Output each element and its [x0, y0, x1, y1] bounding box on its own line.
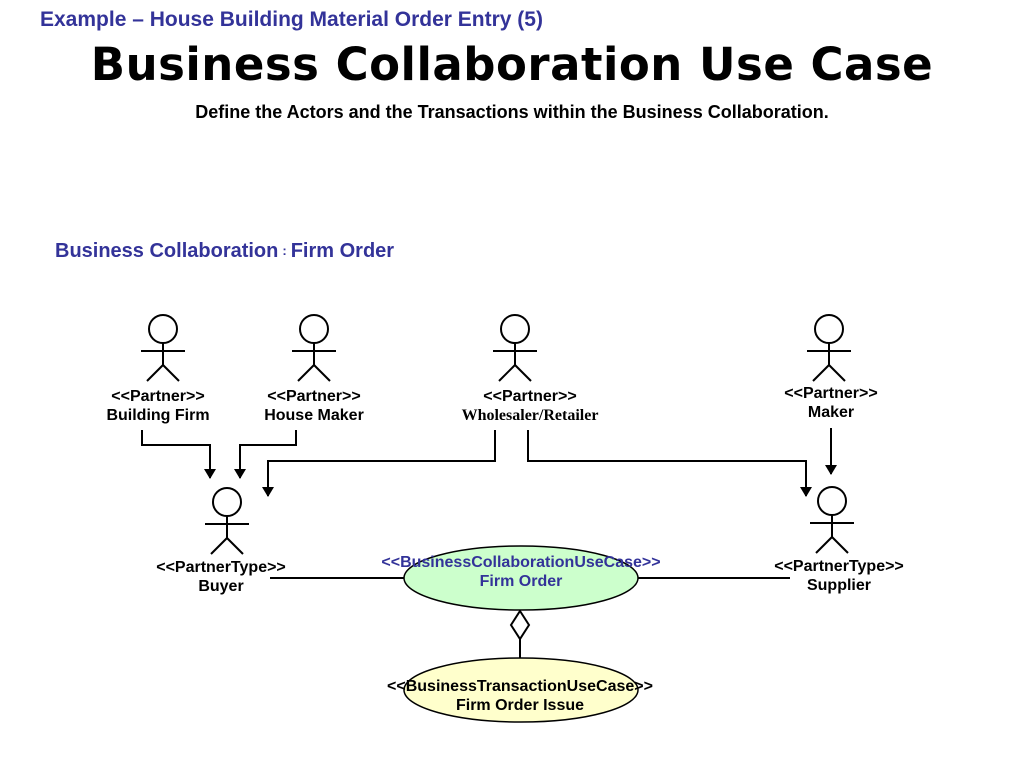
collaboration-label: Business Collaboration: [55, 240, 279, 262]
actor-icon-house-maker: [292, 314, 336, 382]
actor-stereotype: <<Partner>>: [267, 388, 361, 405]
collaboration-use-case-ellipse[interactable]: [403, 545, 639, 611]
collaboration-separator: :: [282, 243, 287, 258]
collaboration-name: Firm Order: [290, 240, 395, 262]
page-subtitle: Define the Actors and the Transactions w…: [195, 102, 829, 122]
actor-name: Buyer: [198, 578, 244, 595]
transaction-use-case-label: <<BusinessTransactionUseCase>> Firm Orde…: [387, 677, 653, 715]
actor-stereotype: <<Partner>>: [784, 385, 878, 402]
use-case-stereotype: <<BusinessTransactionUseCase>>: [387, 678, 653, 695]
actor-label-house-maker: <<Partner>> House Maker: [264, 387, 364, 425]
actor-icon-building-firm: [141, 314, 185, 382]
transaction-use-case-ellipse[interactable]: [403, 657, 639, 723]
actor-stereotype: <<PartnerType>>: [156, 559, 286, 576]
page-title: Business Collaboration Use Case: [90, 38, 934, 91]
arrow-wholesaler-to-buyer: [262, 430, 496, 497]
actor-label-maker: <<Partner>> Maker: [784, 384, 877, 422]
actor-name: Building Firm: [106, 407, 210, 424]
arrow-wholesaler-to-supplier: [527, 430, 812, 497]
actor-stereotype: <<Partner>>: [111, 388, 205, 405]
collaboration-heading: Business Collaboration:Firm Order: [55, 240, 394, 263]
actor-label-buyer: <<PartnerType>> Buyer: [156, 558, 286, 596]
actor-label-building-firm: <<Partner>> Building Firm: [106, 387, 209, 425]
actor-icon-buyer: [205, 487, 249, 555]
actor-icon-wholesaler-retailer: [493, 314, 537, 382]
actor-name: House Maker: [264, 407, 364, 424]
collaboration-use-case-label: <<BusinessCollaborationUseCase>> Firm Or…: [381, 553, 660, 591]
actor-icon-supplier: [810, 486, 854, 554]
arrow-house-maker-to-buyer: [234, 430, 297, 479]
actor-label-wholesaler-retailer: <<Partner>> Wholesaler/Retailer: [462, 387, 599, 425]
aggregation-diamond-icon: [509, 609, 531, 641]
actor-name: Maker: [807, 404, 855, 421]
use-case-name: Firm Order Issue: [455, 697, 585, 714]
example-title: Example – House Building Material Order …: [40, 8, 543, 31]
use-case-name: Firm Order: [479, 573, 563, 590]
actor-stereotype: <<Partner>>: [483, 388, 577, 405]
actor-icon-maker: [807, 314, 851, 382]
use-case-stereotype: <<BusinessCollaborationUseCase>>: [381, 554, 661, 571]
actor-label-supplier: <<PartnerType>> Supplier: [774, 557, 904, 595]
actor-name: Wholesaler/Retailer: [461, 407, 599, 424]
arrow-building-firm-to-buyer: [141, 430, 216, 479]
actor-stereotype: <<PartnerType>>: [774, 558, 904, 575]
actor-name: Supplier: [806, 577, 871, 594]
